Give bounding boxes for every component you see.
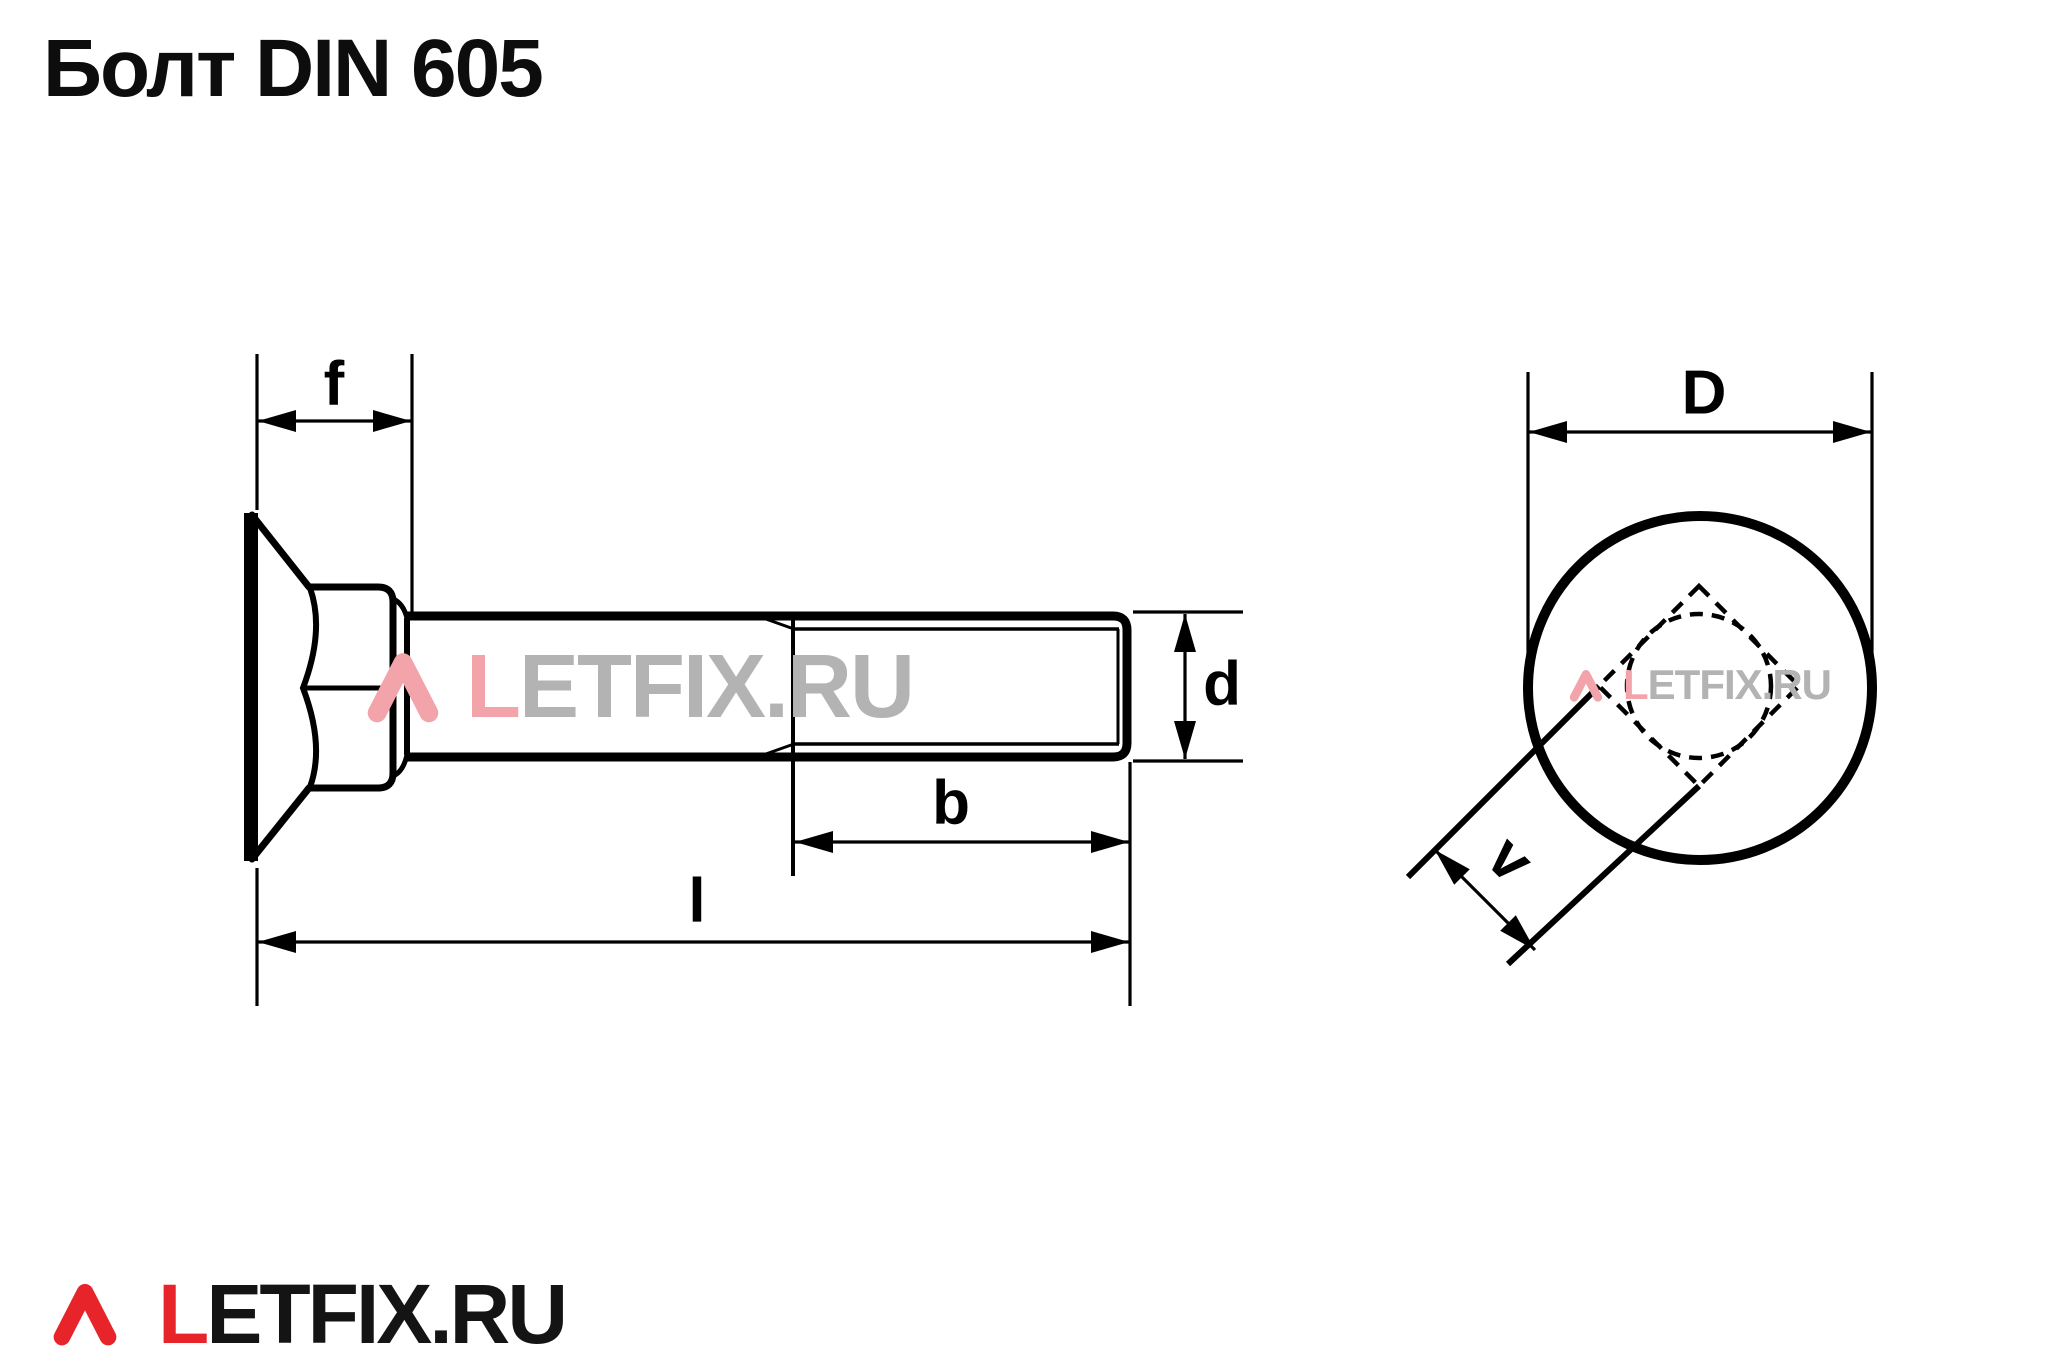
dim-label-l: l: [688, 866, 706, 936]
watermark-first-letter: L: [466, 637, 521, 737]
v-arrowhead-lower: [1500, 915, 1535, 950]
watermark-first-letter: L: [1623, 661, 1649, 708]
watermark-text: LETFIX.RU: [466, 642, 915, 732]
shank-hidden-circle: [1624, 611, 1774, 761]
letfix-caret-icon: [53, 1283, 117, 1346]
page-title: Болт DIN 605: [43, 23, 544, 114]
dim-label-b: b: [932, 768, 970, 838]
side-view-dimensions: [255, 354, 1243, 1006]
v-extension-lower: [1505, 783, 1702, 967]
d-arrowhead-top: [1174, 614, 1196, 652]
l-arrowhead-left: [258, 931, 296, 953]
f-arrowhead-right: [373, 410, 411, 432]
thread-runout-top: [762, 616, 795, 631]
v-extension-upper: [1405, 683, 1602, 880]
watermark-side-view: LETFIX.RU: [366, 642, 915, 732]
bolt-side-view: [244, 511, 1132, 876]
v-arrowhead-upper: [1435, 850, 1470, 885]
watermark-head-view: LETFIX.RU: [1569, 661, 1832, 708]
watermark-rest: ETFIX.RU: [1647, 661, 1832, 708]
head-outline-circle: [1523, 511, 1877, 865]
D-arrowhead-right: [1833, 421, 1871, 443]
letfix-logo: LETFIX.RU: [52, 1272, 568, 1356]
l-arrowhead-right: [1091, 931, 1129, 953]
shank-outline: [405, 611, 1132, 762]
b-arrowhead-right: [1091, 831, 1129, 853]
logo-text: LETFIX.RU: [158, 1272, 568, 1356]
head-cone-top-edge: [248, 511, 313, 591]
letfix-caret-icon: [367, 653, 439, 723]
d-arrowhead-bottom: [1174, 721, 1196, 759]
watermark-text: LETFIX.RU: [1623, 661, 1832, 708]
dim-label-D: D: [1681, 358, 1727, 428]
thread-runout-bottom: [762, 742, 795, 757]
letfix-caret-icon: [1569, 669, 1603, 702]
bolt-head-top-view: [1405, 372, 1877, 967]
watermark-rest: ETFIX.RU: [518, 637, 915, 737]
logo-first-letter: L: [158, 1267, 209, 1361]
D-arrowhead-left: [1529, 421, 1567, 443]
f-arrowhead-left: [258, 410, 296, 432]
head-cone-bottom-edge: [248, 784, 313, 863]
dim-label-d: d: [1203, 649, 1241, 719]
b-arrowhead-left: [795, 831, 833, 853]
logo-rest: ETFIX.RU: [206, 1267, 568, 1361]
dim-label-f: f: [323, 349, 345, 419]
